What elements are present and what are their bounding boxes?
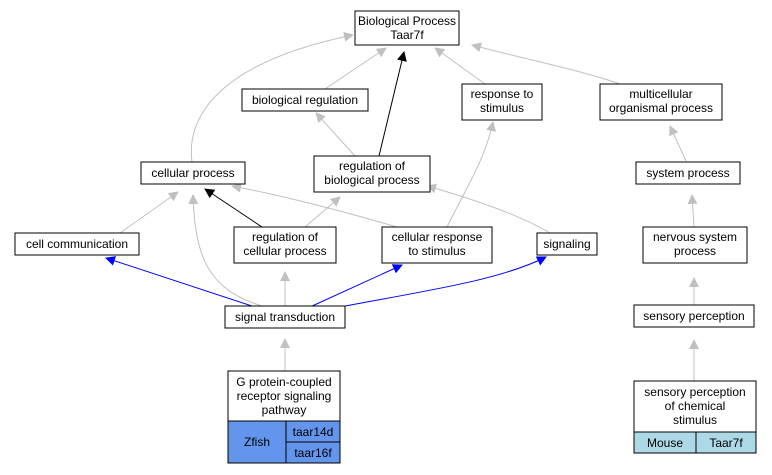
edge-biological-regulation-to-root: [324, 47, 387, 90]
node-label-line2: cellular process: [243, 244, 326, 258]
gene-cell: [695, 431, 757, 454]
edges: [105, 31, 699, 381]
node-multicellular-organismal-process[interactable]: multicellular organismal process: [599, 83, 723, 121]
node-label-line2: biological process: [324, 173, 419, 187]
node-cell-communication[interactable]: cell communication: [14, 232, 140, 256]
node-label: cell communication: [26, 237, 128, 251]
node-signal-transduction[interactable]: signal transduction: [224, 305, 346, 329]
node-cellular-process[interactable]: cellular process: [140, 161, 246, 185]
node-label-line1: regulation of: [252, 230, 319, 244]
gene-label: Taar7f: [709, 436, 743, 450]
node-label-line2: to stimulus: [408, 244, 465, 258]
edge-signal-transduction-to-cell-communication-blue: [105, 256, 256, 308]
node-regulation-of-biological-process[interactable]: regulation of biological process: [313, 155, 431, 193]
node-label-line2: organismal process: [609, 101, 713, 115]
edge-reg-bio-process-to-bio-regulation: [315, 112, 356, 157]
node-sensory-perception[interactable]: sensory perception: [633, 304, 755, 328]
edge-reg-cellular-process-to-reg-bio-process: [304, 196, 341, 228]
node-signaling[interactable]: signaling: [536, 232, 598, 256]
node-label-line1: sensory perception: [644, 385, 745, 399]
species-label: Zfish: [244, 435, 270, 449]
node-label-line2: receptor signaling: [237, 389, 332, 403]
node-label-line2: process: [674, 244, 716, 258]
node-label-line2: stimulus: [480, 101, 524, 115]
edge-signal-transduction-to-cellular-response-blue: [309, 264, 403, 308]
node-response-to-stimulus[interactable]: response to stimulus: [461, 83, 543, 121]
node-label-line1: regulation of: [339, 159, 406, 173]
node-label-line1: Biological Process: [358, 14, 456, 28]
edge-cellular-process-to-root: [190, 31, 354, 163]
edge-cellular-response-to-response-to-stimulus: [446, 121, 497, 228]
node-label-line1: nervous system: [653, 230, 737, 244]
edge-reg-bio-process-to-root-black: [378, 51, 407, 157]
node-label: cellular process: [151, 166, 234, 180]
edge-nervous-system-process-to-system-process: [687, 194, 698, 228]
node-label: sensory perception: [643, 309, 744, 323]
gene-label: taar14d: [293, 425, 334, 439]
node-label-line2: Taar7f: [390, 28, 424, 42]
node-regulation-of-cellular-process[interactable]: regulation of cellular process: [233, 226, 337, 264]
edge-cell-communication-to-cellular-process: [119, 191, 179, 234]
edge-response-to-stimulus-to-root: [434, 47, 486, 85]
edge-cellular-response-to-cellular-process: [231, 182, 401, 229]
gene-cell: [285, 441, 341, 464]
node-nervous-system-process[interactable]: nervous system process: [642, 226, 748, 264]
edge-reg-cellular-process-to-cellular-process-black: [204, 188, 263, 228]
node-system-process[interactable]: system process: [635, 161, 741, 185]
edge-signal-transduction-to-cellular-process: [188, 194, 263, 307]
species-label: Mouse: [647, 436, 683, 450]
node-label-line1: multicellular: [629, 87, 692, 101]
node-label-line3: stimulus: [673, 413, 717, 427]
node-biological-regulation[interactable]: biological regulation: [241, 88, 369, 112]
edge-signal-transduction-to-signaling-blue: [339, 256, 547, 308]
node-label-line3: pathway: [262, 403, 307, 417]
node-sensory-perception-chemical-stimulus[interactable]: sensory perception of chemical stimulus …: [633, 380, 757, 454]
node-biological-process-root[interactable]: Biological Process Taar7f: [354, 10, 460, 46]
node-cellular-response-to-stimulus[interactable]: cellular response to stimulus: [381, 226, 493, 264]
species-cell-zfish: [227, 420, 287, 464]
node-label-line1: G protein-coupled: [236, 375, 331, 389]
node-label-line1: cellular response: [392, 230, 483, 244]
node-label: biological regulation: [252, 93, 358, 107]
edge-signaling-to-reg-bio-process: [426, 183, 551, 234]
node-gpcr-signaling-pathway[interactable]: G protein-coupled receptor signaling pat…: [227, 370, 341, 464]
node-label-line1: response to: [471, 87, 534, 101]
edge-multicellular-to-root: [471, 42, 621, 85]
node-label: signaling: [543, 237, 590, 251]
gene-label: taar16f: [294, 446, 332, 460]
edge-system-process-to-multicellular: [669, 125, 687, 162]
node-label-line2: of chemical: [665, 399, 726, 413]
node-label: system process: [646, 166, 729, 180]
node-label: signal transduction: [235, 310, 335, 324]
